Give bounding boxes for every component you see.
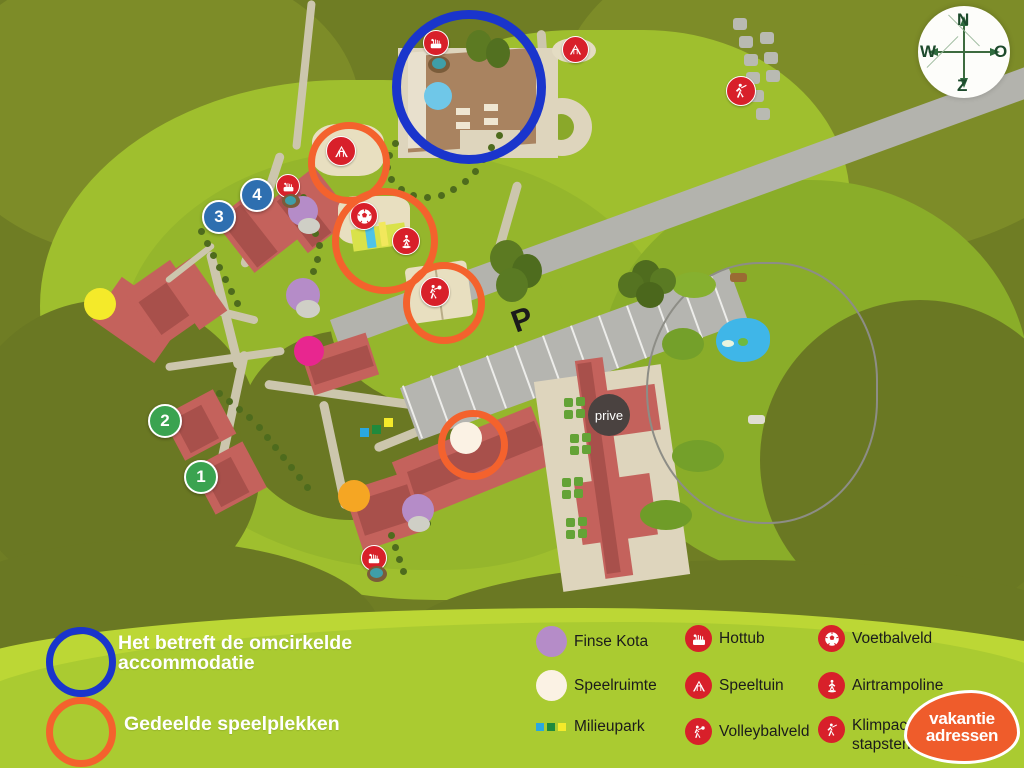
- finse-kota-swatch: [536, 626, 567, 657]
- logo-blob: [904, 690, 1020, 764]
- highlight-circle-speelruimte: [438, 410, 508, 480]
- legend-item-hottub[interactable]: Hottub: [685, 625, 765, 652]
- numbered-marker-3[interactable]: 3: [202, 200, 236, 234]
- legend-blue-line2: accommodatie: [118, 652, 255, 674]
- legend-blue-ring: [46, 627, 116, 697]
- legend-label: Airtrampoline: [852, 676, 944, 694]
- logo-text: vakantie adressen: [904, 690, 1020, 764]
- paddock-bush: [672, 440, 724, 472]
- legend-label: Hottub: [719, 629, 765, 647]
- hottub-water: [370, 568, 383, 578]
- legend-item-milieupark[interactable]: Milieupark: [536, 718, 645, 736]
- milieupark-swatch: [536, 723, 567, 731]
- klimparcours-icon[interactable]: [726, 76, 756, 106]
- legend-orange-text: Gedeelde speelplekken: [124, 713, 340, 735]
- pink-marker[interactable]: [294, 336, 324, 366]
- legend-blue-line1: Het betreft de omcirkelde: [118, 632, 353, 654]
- paddock-fence: [646, 262, 878, 524]
- compass-north: N: [957, 10, 970, 29]
- kota-deck: [296, 300, 320, 318]
- compass-rose: N Z W O: [918, 6, 1010, 98]
- legend-item-airtrampoline[interactable]: Airtrampoline: [818, 672, 943, 699]
- volleyball-icon: [685, 718, 712, 745]
- numbered-marker-2[interactable]: 2: [148, 404, 182, 438]
- sheep-figure: [748, 415, 765, 424]
- compass-east: O: [994, 42, 1008, 61]
- compass-west: W: [920, 42, 937, 61]
- legend-label: Speelruimte: [574, 676, 657, 694]
- legend-label: Finse Kota: [574, 632, 649, 650]
- legend-orange-ring: [46, 697, 116, 767]
- legend-label: Voetbalveld: [852, 629, 933, 647]
- legend-item-speeltuin[interactable]: Speeltuin: [685, 672, 784, 699]
- kota-deck: [298, 218, 320, 234]
- pond-foam: [722, 340, 734, 347]
- yellow-marker[interactable]: [84, 288, 116, 320]
- legend-label: Milieupark: [574, 718, 645, 735]
- pond-lilypad: [738, 338, 748, 346]
- orange-marker[interactable]: [338, 480, 370, 512]
- kota-deck: [408, 516, 430, 532]
- legend-item-voetbalveld[interactable]: Voetbalveld: [818, 625, 932, 652]
- paddock-bush: [672, 272, 716, 298]
- legend-item-finse-kota[interactable]: Finse Kota: [536, 626, 648, 657]
- hottub-water: [285, 196, 296, 205]
- legend-background-front: [0, 622, 1024, 768]
- horse-figure: [730, 273, 747, 282]
- compass-south: Z: [957, 76, 968, 95]
- speeltuin-icon[interactable]: [562, 36, 589, 63]
- highlight-circle-accommodation: [392, 10, 546, 164]
- speelruimte-swatch: [536, 670, 567, 701]
- vakantieadressen-logo[interactable]: vakantie adressen: [904, 690, 1020, 764]
- paddock-bush: [640, 500, 692, 530]
- legend-blue-text: Het betreft de omcirkelde accommodatie: [118, 633, 418, 673]
- legend-label: Speeltuin: [719, 676, 784, 694]
- legend-panel: Het betreft de omcirkelde accommodatie G…: [0, 598, 1024, 768]
- legend-label: Volleybalveld: [719, 722, 810, 740]
- highlight-circle-voetbalveld: [332, 188, 438, 294]
- legend-item-speelruimte[interactable]: Speelruimte: [536, 670, 657, 701]
- logo-line2: adressen: [925, 726, 999, 745]
- climbing-icon: [818, 716, 845, 743]
- trampoline-icon: [818, 672, 845, 699]
- numbered-marker-1[interactable]: 1: [184, 460, 218, 494]
- prive-label: prive: [588, 394, 630, 436]
- legend-item-volleybalveld[interactable]: Volleybalveld: [685, 718, 809, 745]
- swing-icon: [685, 672, 712, 699]
- highlight-circle-volleybalveld: [403, 262, 485, 344]
- logo-line1: vakantie: [929, 709, 995, 728]
- hottub-icon: [685, 625, 712, 652]
- paddock-bush: [662, 328, 704, 360]
- numbered-marker-4[interactable]: 4: [240, 178, 274, 212]
- soccer-ball-icon: [818, 625, 845, 652]
